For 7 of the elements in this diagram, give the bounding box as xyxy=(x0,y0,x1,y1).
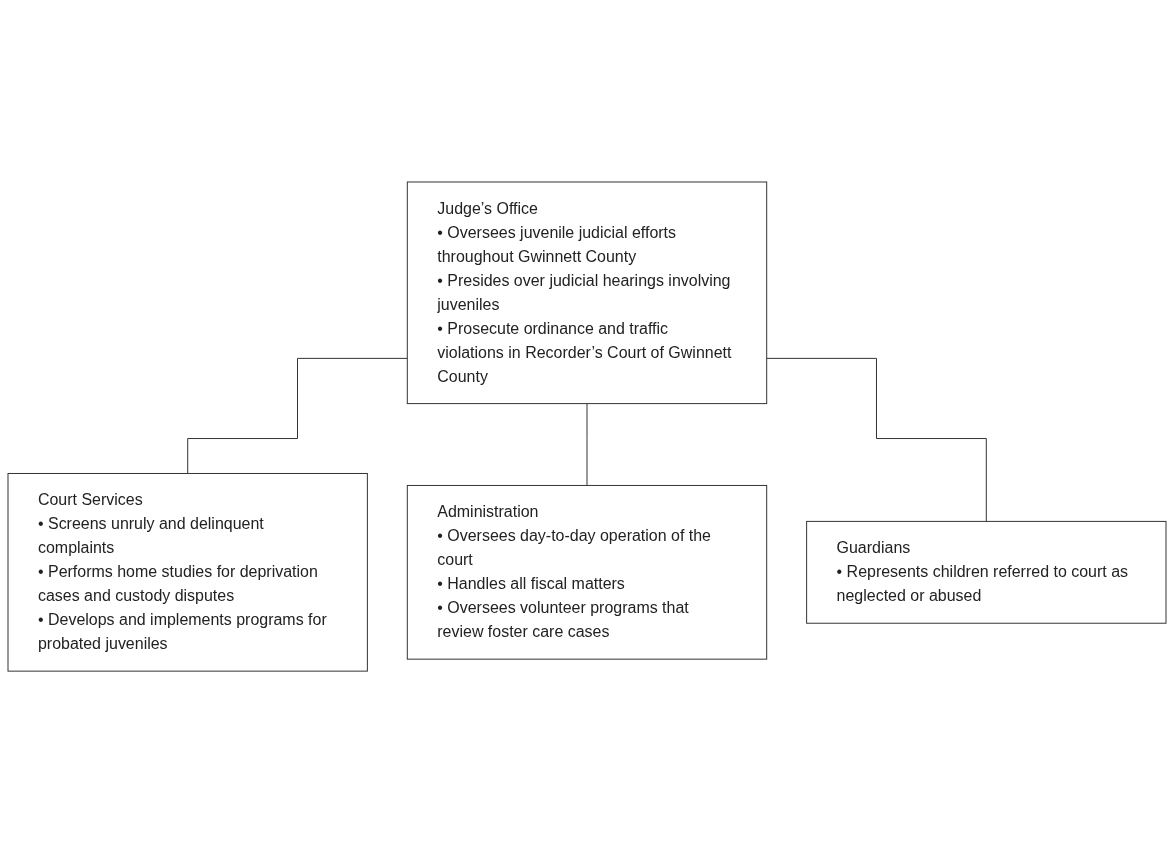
connector xyxy=(586,403,588,487)
connector xyxy=(187,358,408,475)
node-box: Judge’s Office • Oversees juvenile judicial efforts throughout Gwinnett County • Presides over judicial hearings involving juveniles • Prosecute ordinance and traffic violations in Recorder’s Court of Gwinnett County xyxy=(406,181,768,405)
connector xyxy=(766,358,987,523)
node-box: Administration • Oversees day-to-day operation of the court • Handles all fiscal matters • Oversees volunteer programs that review foster care cases xyxy=(406,485,768,661)
node-box: Court Services • Screens unruly and delinquent complaints • Performs home studies for deprivation cases and custody disputes • Develops and implements programs for probated juveniles xyxy=(7,473,368,673)
node-box: Guardians • Represents children referred to court as neglected or abused xyxy=(806,521,1167,625)
